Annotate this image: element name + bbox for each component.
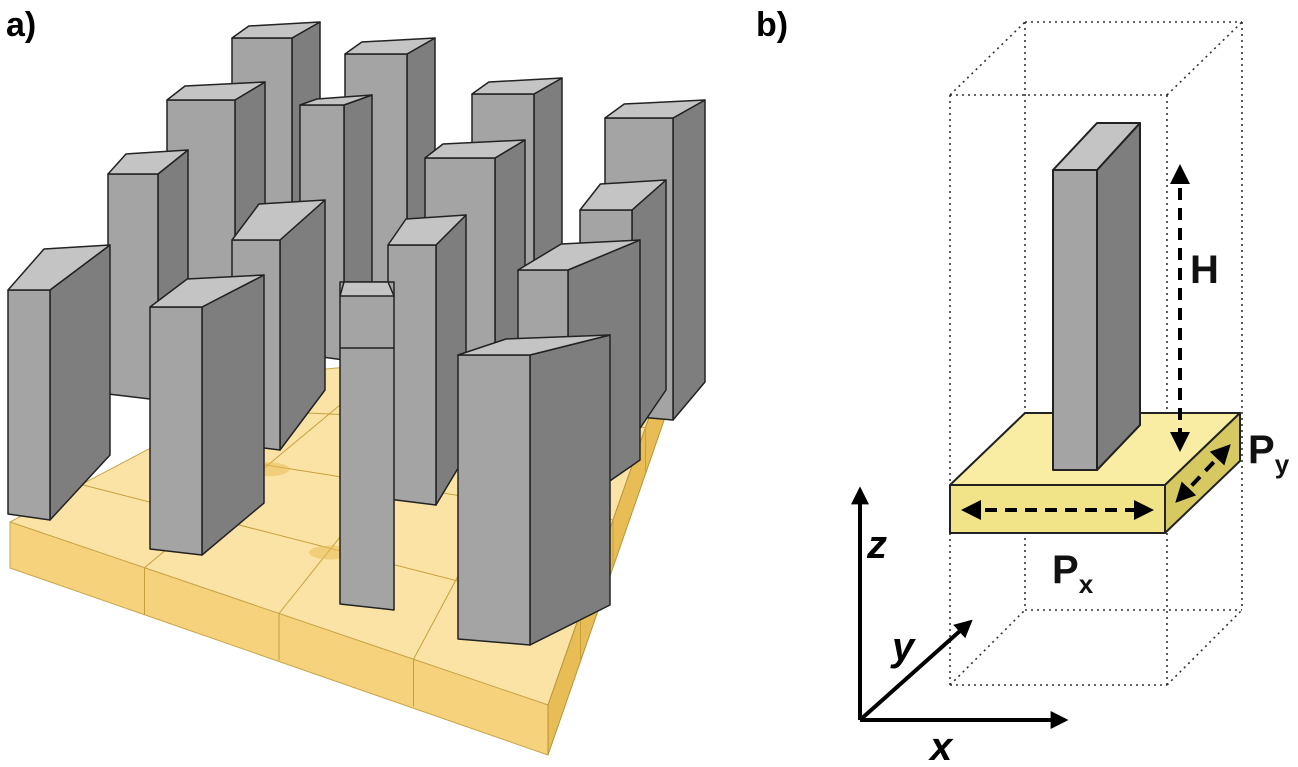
pillar-top-face — [424, 139, 526, 159]
unit-cell-pillar — [1052, 122, 1141, 471]
pillar — [387, 214, 467, 506]
pillar-array — [7, 21, 706, 646]
pillar-front-face — [7, 289, 51, 521]
period-x-label: Px — [1052, 548, 1094, 599]
pillar-side-face — [529, 334, 611, 646]
pillar — [457, 334, 611, 646]
pillar-front-face — [387, 244, 437, 506]
pillar-side-face — [1096, 122, 1141, 471]
pillar-top-face — [344, 37, 436, 55]
pillar-top-face — [457, 334, 611, 356]
pillar — [7, 244, 111, 521]
pillar-top-face — [604, 99, 706, 119]
pillar — [339, 281, 395, 611]
panel-a-label: a) — [6, 6, 36, 44]
pillar-top-face — [579, 179, 667, 211]
pillar-top-face — [7, 244, 111, 291]
pillar-side-face — [672, 99, 706, 421]
coordinate-axes — [851, 486, 1069, 729]
pillar-top-face — [1052, 122, 1141, 171]
pillar-top-face — [231, 199, 326, 241]
pillar-front-face — [149, 306, 203, 556]
z-axis-label: z — [866, 523, 887, 567]
panel-b: b) — [756, 6, 1290, 767]
pillar-front-face — [339, 281, 395, 611]
y-axis — [858, 619, 973, 722]
y-axis-label: y — [890, 625, 916, 669]
pillar — [149, 274, 265, 556]
period-y-arrow — [1175, 444, 1231, 503]
panel-b-label: b) — [756, 6, 788, 44]
dimension-arrows — [961, 164, 1231, 520]
pillar-top-face — [299, 94, 373, 106]
pillar-top-face — [149, 274, 265, 308]
pillar-top-face — [517, 239, 641, 271]
pillar-front-face — [1052, 169, 1098, 471]
unit-cell-box — [949, 21, 1243, 686]
pillar-top-face — [166, 81, 266, 101]
x-axis-label: x — [928, 725, 954, 767]
pillar-top-face — [231, 21, 321, 39]
pillar-top-face — [339, 281, 395, 297]
pillar-top-face — [471, 77, 563, 95]
pillar-front-face — [457, 354, 531, 646]
height-label: H — [1190, 248, 1219, 292]
period-y-label: Py — [1248, 428, 1290, 479]
panel-a: a) — [6, 6, 706, 756]
pillar-top-face — [107, 149, 189, 175]
pillar-top-face — [387, 214, 467, 246]
